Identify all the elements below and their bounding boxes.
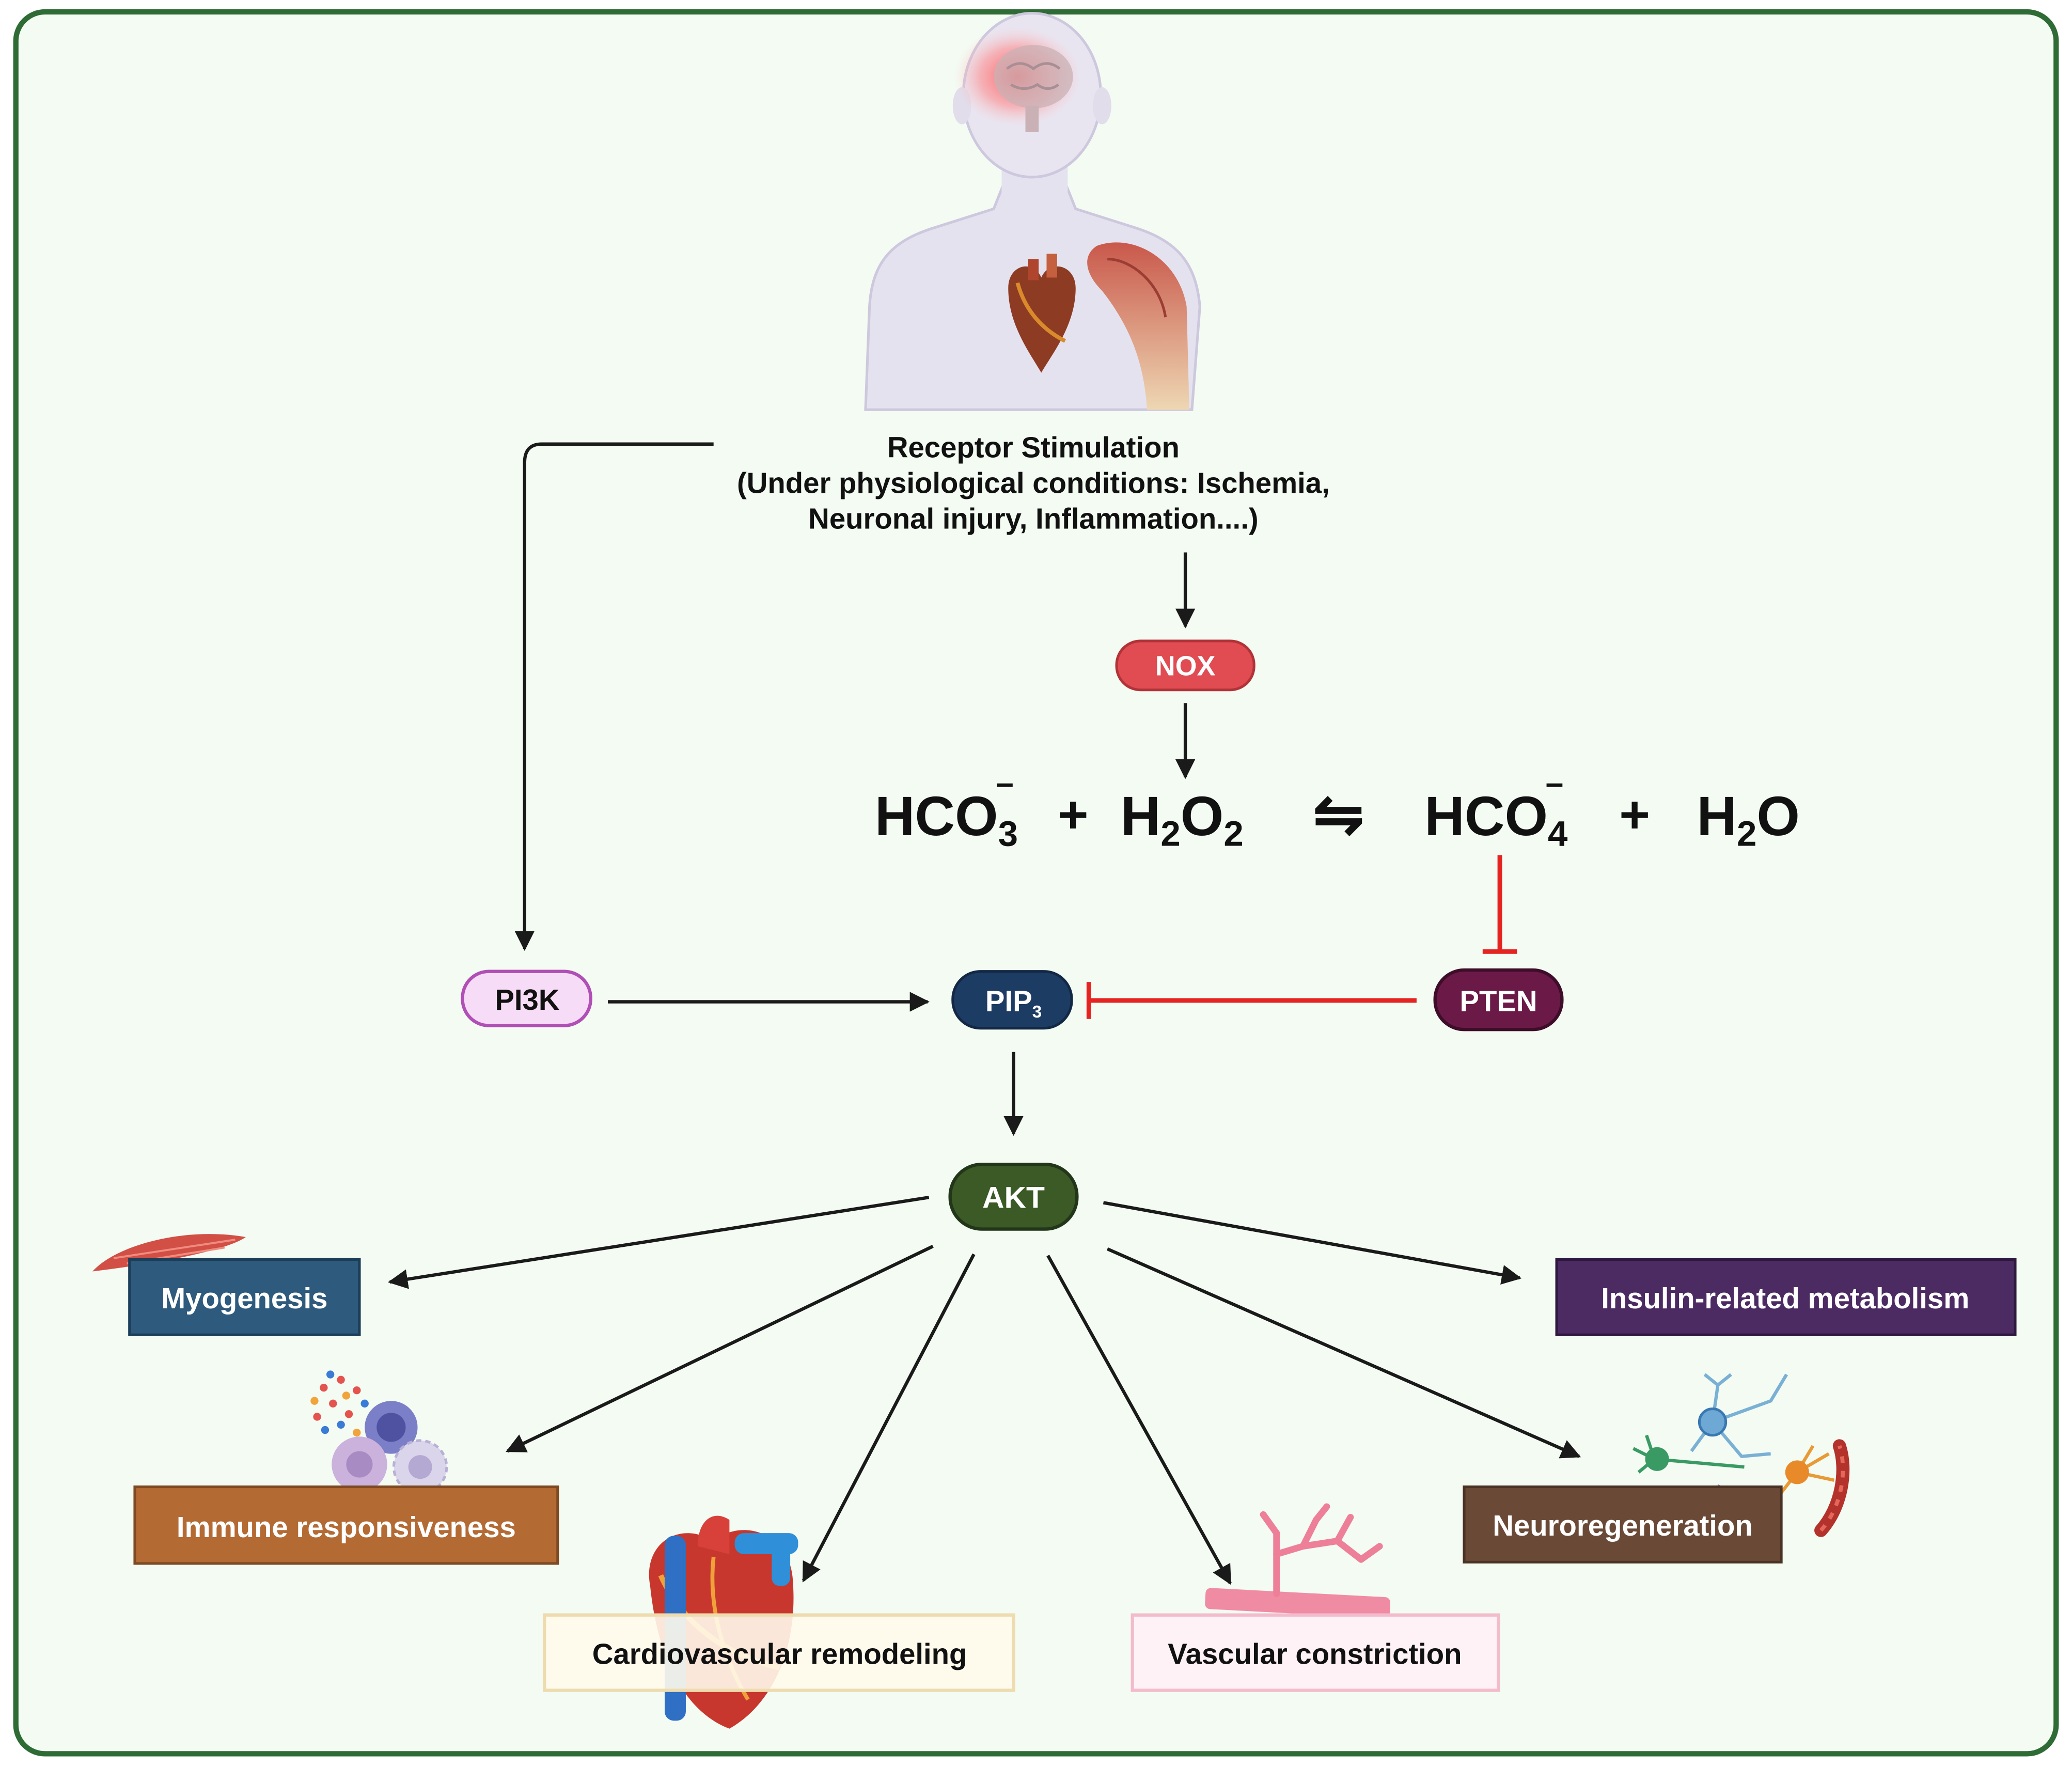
vascular-box: Vascular constriction <box>1131 1613 1500 1692</box>
nox-label: NOX <box>1155 651 1216 682</box>
arrow-akt-to-neuroregeneration <box>1106 1247 1581 1459</box>
immune-cells-icon <box>310 1370 448 1495</box>
plus-sign-1: + <box>1058 785 1089 844</box>
pi3k-label: PI3K <box>495 983 559 1016</box>
neurons-icon <box>1633 1373 1850 1537</box>
equilibrium-arrow: ⇋ <box>1313 780 1364 848</box>
blood-vessel-icon <box>1205 1503 1391 1618</box>
akt-node: AKT <box>948 1163 1079 1231</box>
pip3-node: PIP3 <box>951 970 1073 1030</box>
insulin-box: Insulin-related metabolism <box>1555 1258 2017 1336</box>
pip3-subscript: 3 <box>1032 1003 1042 1022</box>
brain-icon <box>954 26 1081 132</box>
peroxymonocarbonate: HCO4− <box>1424 767 1568 853</box>
water: H2O <box>1697 785 1800 853</box>
myogenesis-box: Myogenesis <box>128 1258 361 1336</box>
arrow-stimulus-to-pi3k <box>514 442 714 951</box>
arrow-akt-to-vascular <box>1046 1255 1232 1585</box>
insulin-label: Insulin-related metabolism <box>1601 1282 1969 1315</box>
arrow-akt-to-insulin <box>1103 1201 1522 1285</box>
plus-sign-2: + <box>1619 785 1650 844</box>
stimulus-title: Receptor Stimulation <box>887 431 1180 463</box>
pip3-base: PIP <box>985 984 1032 1017</box>
immune-label: Immune responsiveness <box>177 1511 516 1543</box>
pten-label: PTEN <box>1459 984 1537 1017</box>
connector-lines <box>388 442 1581 1585</box>
pi3k-node: PI3K <box>461 969 592 1027</box>
bicarbonate: HCO3− <box>875 767 1018 853</box>
hydrogen-peroxide: H2O2 <box>1121 785 1244 853</box>
arrow-akt-to-cardiovascular <box>802 1253 976 1583</box>
arrow-akt-to-immune <box>506 1244 934 1453</box>
chemical-equation: HCO3− + H2O2 ⇋ HCO4− + H2O <box>875 767 1800 853</box>
pip3-label: PIP3 <box>985 984 1042 1022</box>
shoulder-muscle-icon <box>1087 242 1189 410</box>
immune-box: Immune responsiveness <box>133 1485 559 1565</box>
myogenesis-label: Myogenesis <box>161 1282 327 1315</box>
akt-label: AKT <box>982 1181 1045 1215</box>
stimulus-conditions-line1: (Under physiological conditions: Ischemi… <box>737 466 1330 499</box>
frame <box>13 9 2059 1757</box>
cardiovascular-label: Cardiovascular remodeling <box>592 1637 967 1670</box>
heart-icon <box>1008 254 1076 373</box>
nox-node: NOX <box>1115 639 1255 692</box>
neuroregeneration-label: Neuroregeneration <box>1493 1509 1753 1542</box>
arrow-akt-to-myogenesis <box>388 1196 930 1289</box>
neuroregeneration-box: Neuroregeneration <box>1463 1485 1783 1563</box>
inhibition-lines <box>1086 855 1517 1019</box>
vascular-label: Vascular constriction <box>1168 1637 1462 1670</box>
cardiovascular-box: Cardiovascular remodeling <box>542 1613 1015 1692</box>
stimulus-conditions-line2: Neuronal injury, Inflammation....) <box>808 502 1258 535</box>
pten-node: PTEN <box>1433 968 1564 1031</box>
